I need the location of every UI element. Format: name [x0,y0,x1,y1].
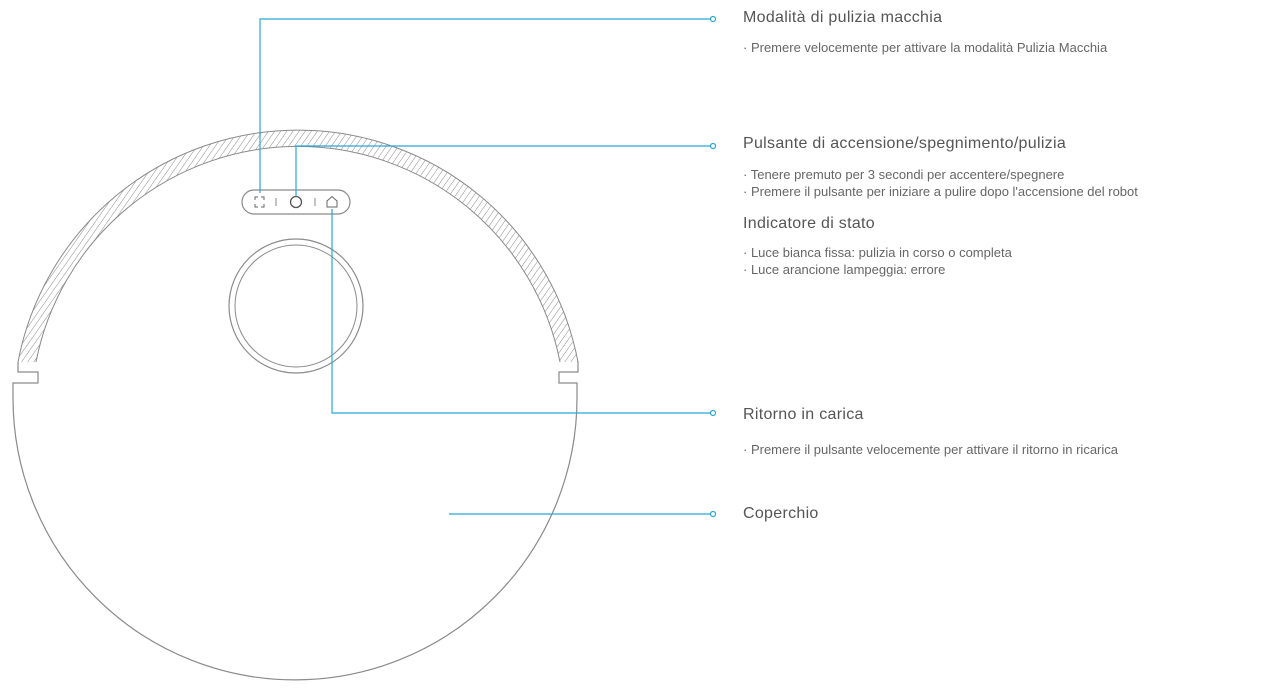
status-indicator-section: Indicatore di stato Luce bianca fissa: p… [743,214,1138,278]
leader-lines [259,18,711,515]
leader-endpoint-dock [709,409,717,417]
callout-description: Tenere premuto per 3 secondi per accente… [743,166,1138,200]
callout-lid: Coperchio [743,504,819,524]
callout-item: Premere velocemente per attivare la moda… [743,39,1107,56]
callout-return-to-dock: Ritorno in carica Premere il pulsante ve… [743,405,1118,458]
status-indicator-title: Indicatore di stato [743,215,875,232]
leader-endpoint-power [709,142,717,150]
robot-body [12,362,579,681]
leader-line-power [295,145,711,196]
callout-description: Premere velocemente per attivare la moda… [743,39,1107,56]
laser-turret [228,238,364,374]
callout-title: Pulsante di accensione/spegnimento/puliz… [743,135,1067,152]
leader-endpoint-spot-clean [709,15,717,23]
callout-title: Coperchio [743,505,819,522]
leader-endpoints [709,15,717,518]
callout-description: Premere il pulsante velocemente per atti… [743,441,1118,458]
status-indicator-description: Luce bianca fissa: pulizia in corso o co… [743,244,1138,278]
leader-line-spot-clean [259,18,711,193]
callout-title: Modalità di pulizia macchia [743,9,943,26]
leader-endpoint-lid [709,510,717,518]
callout-item: Premere il pulsante velocemente per atti… [743,441,1118,458]
callout-title: Ritorno in carica [743,406,864,423]
callout-item: Luce arancione lampeggia: errore [743,261,1138,278]
bumper-ring [17,129,579,363]
callout-item: Luce bianca fissa: pulizia in corso o co… [743,244,1138,261]
callout-power-button: Pulsante di accensione/spegnimento/puliz… [743,134,1138,278]
callout-item: Tenere premuto per 3 secondi per accente… [743,166,1138,183]
leader-line-dock [331,209,711,414]
callout-spot-clean: Modalità di pulizia macchia Premere velo… [743,8,1107,56]
home-dock-icon[interactable] [326,195,338,208]
power-icon[interactable] [289,195,303,209]
spot-clean-icon[interactable] [254,196,265,208]
callout-item: Premere il pulsante per iniziare a pulir… [743,183,1138,200]
